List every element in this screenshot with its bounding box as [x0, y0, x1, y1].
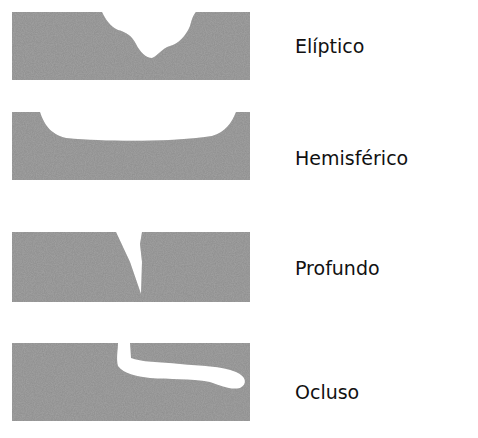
- occluded-cavity: [117, 343, 245, 389]
- pit-type-label: Profundo: [295, 257, 380, 280]
- pit-type-label: Elíptico: [295, 35, 364, 58]
- metal-bar: [12, 232, 250, 302]
- pit-type-label: Ocluso: [295, 381, 359, 404]
- metal-bar: [12, 12, 250, 80]
- metal-bar: [12, 343, 250, 421]
- pit-type-label: Hemisférico: [295, 147, 408, 170]
- metal-bar: [12, 112, 250, 180]
